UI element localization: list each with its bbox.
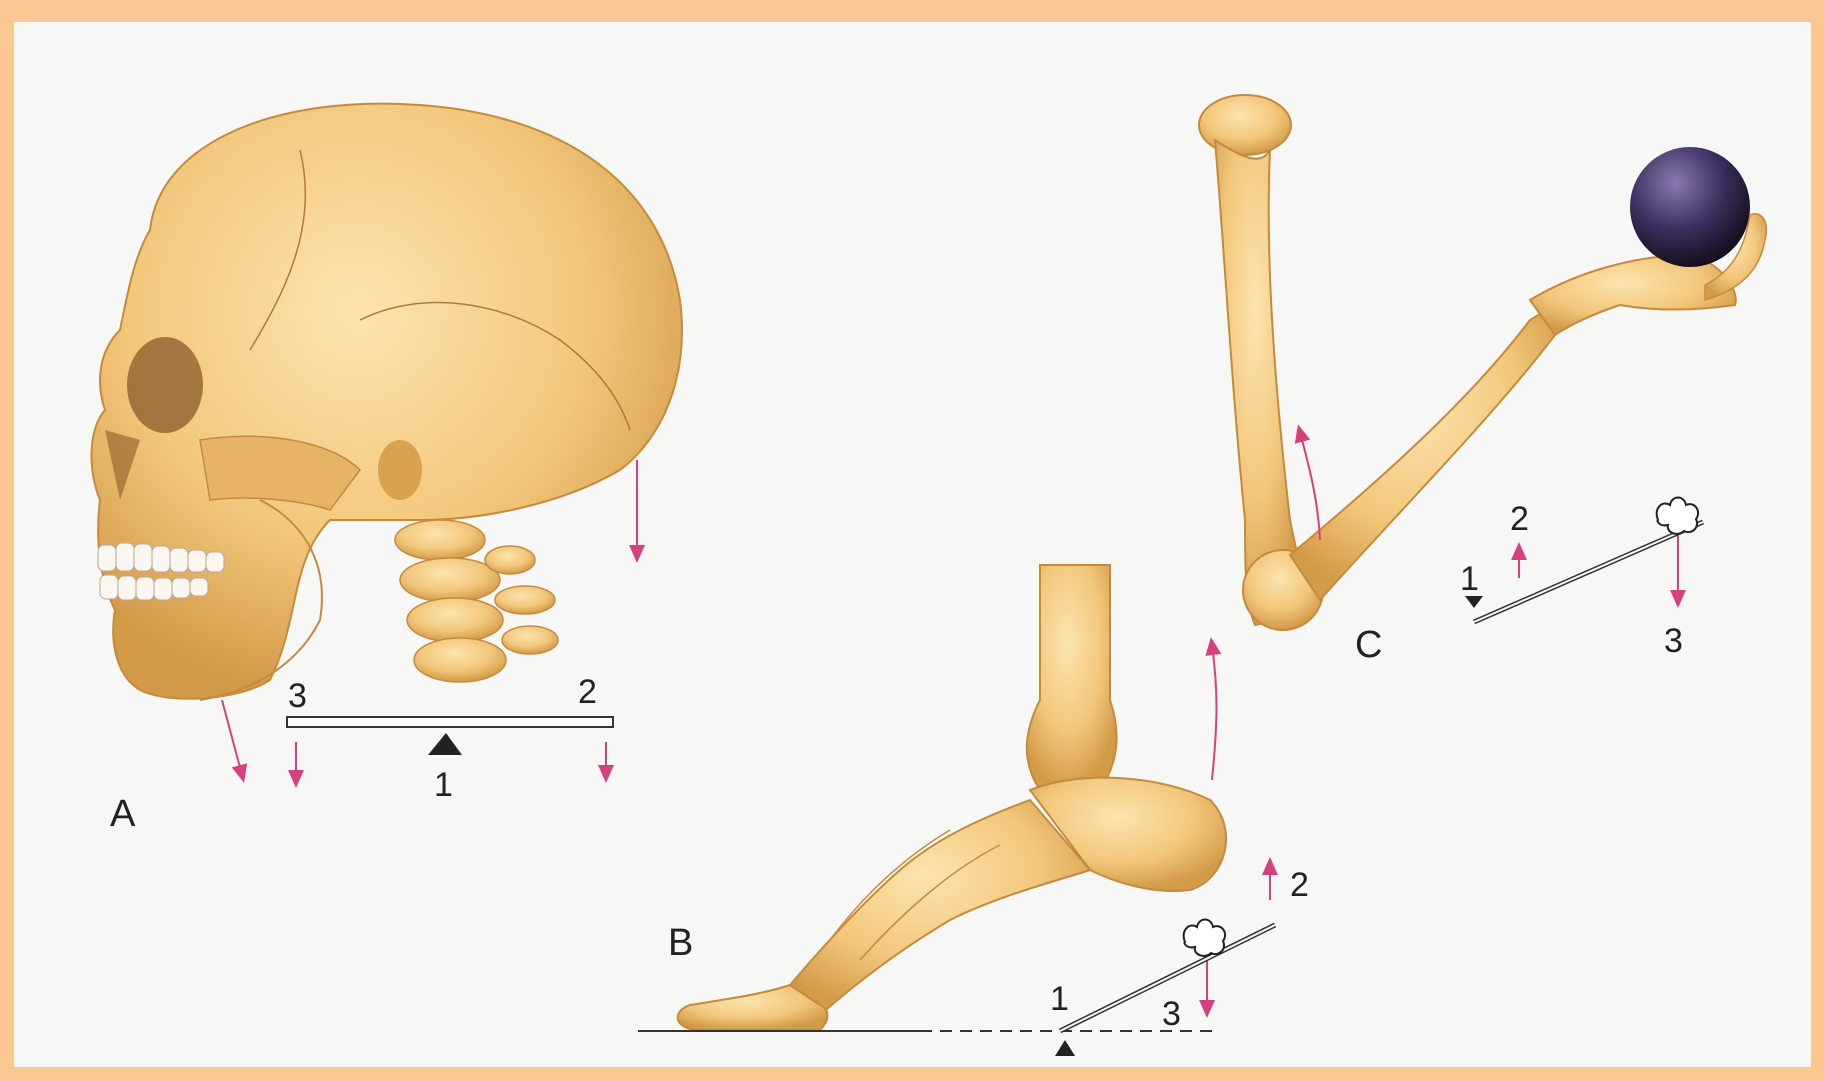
lever-a [287, 717, 613, 755]
lever-b-number-3: 3 [1162, 995, 1181, 1033]
panel-c: 1 2 3 C [1199, 95, 1766, 666]
ball [1630, 147, 1750, 267]
panel-c-label: C [1355, 624, 1382, 666]
lever-a-beam [287, 717, 613, 727]
lever-a-number-2: 2 [578, 673, 597, 711]
lever-c [1465, 498, 1703, 623]
panel-b-label: B [668, 922, 693, 964]
lever-c-number-3: 3 [1664, 622, 1683, 660]
lever-b-number-1: 1 [1050, 980, 1069, 1018]
skull-illustration [92, 104, 682, 700]
panel-a-label: A [110, 793, 136, 835]
lever-b [1055, 920, 1275, 1057]
arm-illustration [1199, 95, 1766, 630]
lever-b-number-2: 2 [1290, 866, 1309, 904]
arrow-heel [1212, 645, 1217, 780]
lever-c-load-icon [1657, 498, 1698, 534]
arrow-biceps [1300, 432, 1320, 540]
arrow-chin [222, 700, 242, 775]
lever-b-load-icon [1184, 920, 1225, 956]
lever-b-fulcrum [1055, 1040, 1075, 1056]
panel-a: 3 2 1 A [92, 104, 682, 835]
lever-a-fulcrum [428, 733, 462, 755]
lever-c-number-2: 2 [1510, 500, 1529, 538]
lever-a-number-3: 3 [288, 677, 307, 715]
panel-b: 1 3 2 B [638, 565, 1309, 1056]
lever-a-number-1: 1 [434, 766, 453, 804]
foot-illustration [678, 565, 1226, 1030]
lever-c-number-1: 1 [1460, 560, 1479, 598]
